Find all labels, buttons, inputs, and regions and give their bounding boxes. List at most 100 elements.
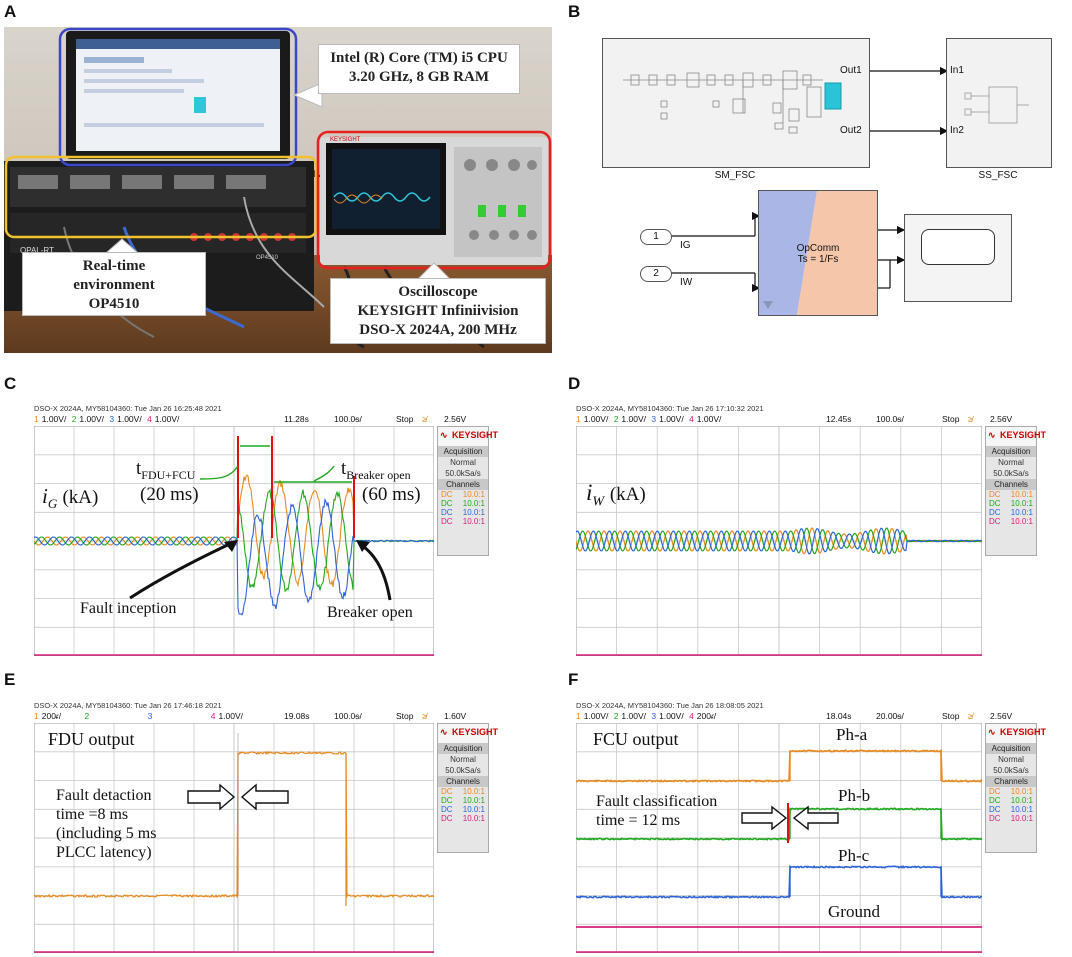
coupling: DC [441, 814, 453, 823]
right-arrow-icon [741, 805, 788, 831]
scope-screen-icon [921, 229, 995, 265]
rt-callout: Real-time environment OP4510 [22, 252, 206, 316]
scope-c-t1-label: tFDU+FCU [136, 458, 195, 483]
opcomm-line1: OpComm [796, 243, 840, 254]
acq-rate: 50.0kSa/s [993, 469, 1029, 478]
scope-d-time-pos: 12.45s [826, 414, 852, 424]
coupling: DC [989, 499, 1001, 508]
probe: 10.0:1 [462, 796, 485, 805]
scope-f-trig-level: 2.56V [990, 711, 1013, 721]
acq-mode: Normal [998, 458, 1024, 467]
rt-label-line3: OP4510 [88, 296, 140, 312]
scope-e-header: DSO-X 2024A, MY58104360: Tue Jan 26 17:4… [34, 701, 222, 710]
coupling: DC [441, 508, 453, 517]
scope-e-trig-level: 1.60V [444, 711, 467, 721]
coupling: DC [989, 787, 1001, 796]
acq-title: Acquisition [986, 446, 1036, 457]
scope-c-t2-label: tBreaker open [341, 458, 411, 483]
sm-fsc-block[interactable] [602, 38, 870, 168]
ss-fsc-block[interactable] [946, 38, 1052, 168]
scope-c-acq-title: Acquisition [438, 446, 488, 457]
fault-inception-arrowhead [224, 540, 238, 552]
ss-fsc-subsystem-thumbnail [964, 86, 1029, 124]
scope-f-time-pos: 18.04s [826, 711, 852, 721]
acq-rate: 50.0kSa/s [445, 766, 481, 775]
rt-label-line2: environment [73, 277, 155, 293]
scope-c-t2-sub: Breaker open [346, 467, 411, 482]
scope-c-time-pos: 11.28s [284, 414, 309, 424]
scope-c-ch2-setting: 1.00V/ [79, 414, 104, 424]
opcomm-text: OpComm Ts = 1/Fs [759, 243, 877, 265]
coupling: DC [989, 796, 1001, 805]
probe: 10.0:1 [1010, 796, 1033, 805]
osc-label-line1: Oscilloscope [398, 284, 478, 300]
breaker-open-arrowhead [356, 540, 370, 552]
scope-f-ph-a-label: Ph-a [836, 725, 868, 744]
fdu-output-trace [34, 750, 434, 899]
scope-f-header: DSO-X 2024A, MY58104360: Tue Jan 26 18:0… [576, 701, 764, 710]
scope-d-ch4-setting: 1.00V/ [696, 414, 722, 424]
t1-pointer [199, 465, 239, 480]
panel-letter-f: F [568, 670, 579, 689]
phase-a-trace [576, 748, 982, 783]
probe: 10.0:1 [1010, 499, 1033, 508]
sm-fsc-label: SM_FSC [714, 170, 756, 181]
trigger-icon: ≱ [968, 711, 973, 721]
scope-d-ch1-setting: 1.00V/ [583, 414, 609, 424]
scope-c-acq-mode: Normal [450, 458, 476, 467]
keysight-logo-icon: ∿ [440, 430, 448, 440]
scope-d-signal-label: iW (kA) [586, 480, 646, 511]
phase-c-trace [576, 864, 982, 899]
inport-iw[interactable]: 2 [640, 266, 672, 282]
scope-f-ann2: time = 12 ms [596, 812, 681, 829]
scope-block[interactable] [904, 214, 1012, 302]
phase-current-trace [576, 527, 982, 555]
scope-e-ann2: time =8 ms [56, 806, 129, 823]
trigger-icon: ≱ [422, 414, 427, 424]
cpu-callout: Intel (R) Core (TM) i5 CPU 3.20 GHz, 8 G… [318, 44, 520, 94]
phase-current-trace [576, 527, 982, 555]
probe: 10.0:1 [1010, 814, 1033, 823]
inport-ig[interactable]: 1 [640, 229, 672, 245]
oscilloscope-callout: Oscilloscope KEYSIGHT Infiniivision DSO-… [330, 278, 546, 344]
coupling: DC [989, 814, 1001, 823]
out2-port-label: Out2 [840, 125, 862, 136]
scope-d-label-main: i [586, 480, 593, 505]
coupling: DC [441, 787, 453, 796]
scope-c-t2-value: (60 ms) [362, 484, 421, 505]
scope-f-annotation: Fault classification time = 12 ms [596, 792, 717, 830]
scope-e-ann3: (including 5 ms [56, 825, 157, 842]
in1-port-label: In1 [950, 65, 964, 76]
acq-mode: Normal [450, 755, 476, 764]
scope-e-ch1-setting: 200ᵳ/ [41, 711, 62, 721]
scope-c-ch4-setting: 1.00V/ [154, 414, 180, 424]
scope-f-ch1-setting: 1.00V/ [583, 711, 609, 721]
rack-highlight-box [4, 155, 318, 239]
coupling: DC [989, 517, 1001, 526]
scope-f-ch3-setting: 1.00V/ [659, 711, 684, 721]
scope-e-display [34, 723, 434, 953]
scope-e-sidebar: ∿KEYSIGHT Acquisition Normal 50.0kSa/s C… [437, 723, 498, 853]
out1-port-label: Out1 [840, 65, 862, 76]
opcomm-block[interactable]: OpComm Ts = 1/Fs [758, 190, 878, 316]
panel-letter-b: B [568, 2, 581, 21]
keysight-logo-icon: ∿ [988, 727, 996, 737]
scope-c-t1-sub: FDU+FCU [141, 467, 196, 482]
scope-c-trig-level: 2.56V [444, 414, 467, 424]
probe: 10.0:1 [462, 508, 485, 517]
scope-e-time-div: 100.0ᵴ/ [334, 711, 362, 721]
scope-f-time-div: 20.00ᵴ/ [876, 711, 904, 721]
scope-c-label-sub: G [47, 496, 58, 512]
cpu-label-line1: Intel (R) Core (TM) i5 CPU [330, 50, 508, 66]
coupling: DC [441, 805, 453, 814]
probe: 10.0:1 [462, 787, 485, 796]
scope-c-acq-rate: 50.0kSa/s [445, 469, 481, 478]
keysight-logo-icon: ∿ [988, 430, 996, 440]
scope-c-label-main: i [42, 484, 48, 508]
scope-c-channels-title: Channels [438, 479, 488, 490]
channels-title: Channels [986, 479, 1036, 490]
rt-label-line1: Real-time [82, 258, 146, 274]
scope-f-ch4-setting: 200ᵳ/ [696, 711, 717, 721]
